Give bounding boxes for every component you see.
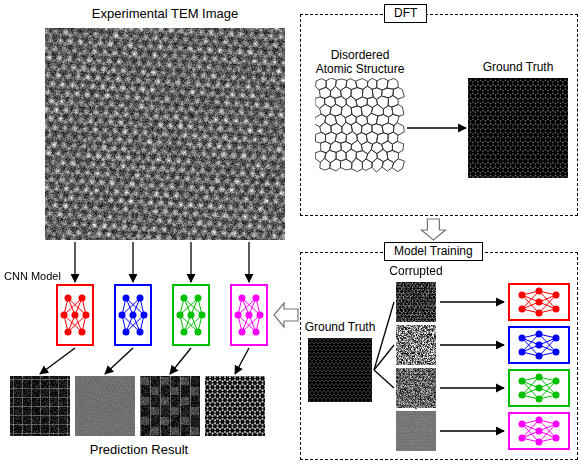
- prediction-image: [75, 376, 135, 436]
- model-row: CNN Model: [4, 266, 272, 350]
- training-arrows: [440, 302, 504, 431]
- dashed-region: DFTDisordered Atomic StructureGround Tru…: [300, 14, 578, 216]
- cnn-icon: [56, 284, 94, 346]
- arrow-line: [190, 242, 191, 282]
- cnn-icon: [509, 370, 569, 406]
- arrow-line: [407, 127, 466, 128]
- corrupted-image: [396, 368, 436, 408]
- ground-truth-image: [308, 338, 372, 402]
- image-column: Corrupted: [386, 264, 446, 452]
- structure-panel: Disordered Atomic Structure: [312, 48, 408, 178]
- tem-image: [45, 28, 285, 240]
- image-panel: Experimental TEM Image: [45, 6, 285, 240]
- arrow-line: [235, 348, 249, 374]
- arrow-line: [40, 348, 75, 374]
- arrow-line: [170, 348, 191, 374]
- image-panel: Ground Truth: [466, 60, 570, 178]
- cnn-icon: [509, 413, 569, 449]
- cnn-icon: [172, 284, 210, 346]
- lattice-drawing: [315, 78, 405, 178]
- cnn-icon: [509, 327, 569, 363]
- connector: [407, 128, 466, 129]
- image-caption: Corrupted: [386, 264, 446, 278]
- corrupted-image: [396, 325, 436, 365]
- prediction-image: [10, 376, 70, 436]
- connector: [40, 348, 249, 374]
- connector: [75, 242, 249, 282]
- image-panel: Ground Truth: [304, 320, 376, 402]
- connector: [421, 219, 445, 240]
- caption-holder: Prediction Result: [8, 442, 270, 458]
- image-caption: Ground Truth: [304, 320, 376, 334]
- hollow-arrow: [421, 219, 445, 240]
- prediction-image: [205, 376, 265, 436]
- cnn-icon: [509, 284, 569, 320]
- arrow-line: [374, 345, 394, 370]
- region-heading: DFT: [394, 6, 417, 21]
- row-label: CNN Model: [4, 270, 61, 283]
- connector: [274, 303, 298, 327]
- ground-truth-image: [468, 78, 568, 178]
- image-caption: Experimental TEM Image: [45, 6, 285, 22]
- arrow-line: [132, 242, 133, 282]
- cnn-icon: [114, 284, 152, 346]
- hollow-arrow: [274, 303, 298, 327]
- image-caption: Disordered Atomic Structure: [312, 48, 408, 76]
- arrow-line: [105, 348, 133, 374]
- corrupted-image: [396, 411, 436, 451]
- arrow-line: [248, 242, 249, 282]
- arrow-line: [74, 242, 75, 282]
- prediction-image: [140, 376, 200, 436]
- region-heading: Model Training: [394, 244, 473, 259]
- arrow-line: [374, 302, 394, 370]
- atomic-lattice: [315, 78, 404, 172]
- result-row: Prediction Result: [8, 368, 270, 460]
- arrow-line: [374, 370, 394, 388]
- image-caption: Ground Truth: [466, 60, 570, 74]
- region-heading-box: Model Training: [384, 242, 483, 261]
- corrupted-image: [396, 282, 436, 322]
- image-caption: Prediction Result: [8, 442, 270, 458]
- cnn-icon: [230, 284, 268, 346]
- dashed-region: Model TrainingGround TruthCorrupted: [300, 252, 578, 460]
- region-heading-box: DFT: [384, 4, 427, 23]
